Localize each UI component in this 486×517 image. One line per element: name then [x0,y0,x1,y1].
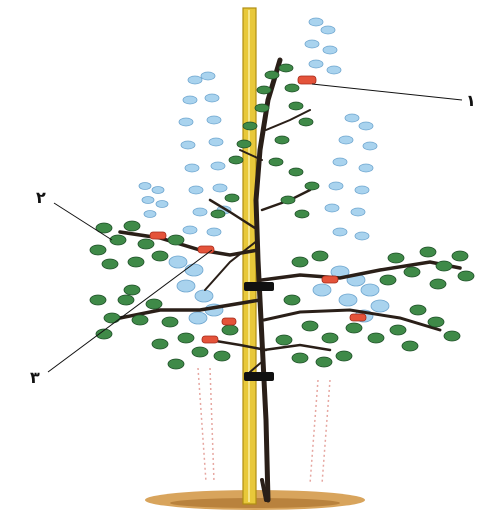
cut-mark-left [150,232,166,239]
tie-lower [244,372,274,381]
cut-mark-right-1 [322,276,338,283]
callout-label-3: ۳ [30,368,40,387]
cut-mark-mid-left [198,246,214,253]
cut-mark-lower-left-2 [202,336,218,343]
cut-mark-top [298,76,316,84]
cut-mark-right-2 [350,314,366,321]
leader-line-2 [54,203,112,240]
support-stake [243,8,256,504]
callout-label-2: ۲ [36,188,46,207]
leader-line-1 [312,84,462,100]
cut-mark-lower-left-1 [222,318,236,325]
tie-upper [244,282,274,291]
callout-label-1: ۱ [466,91,476,110]
